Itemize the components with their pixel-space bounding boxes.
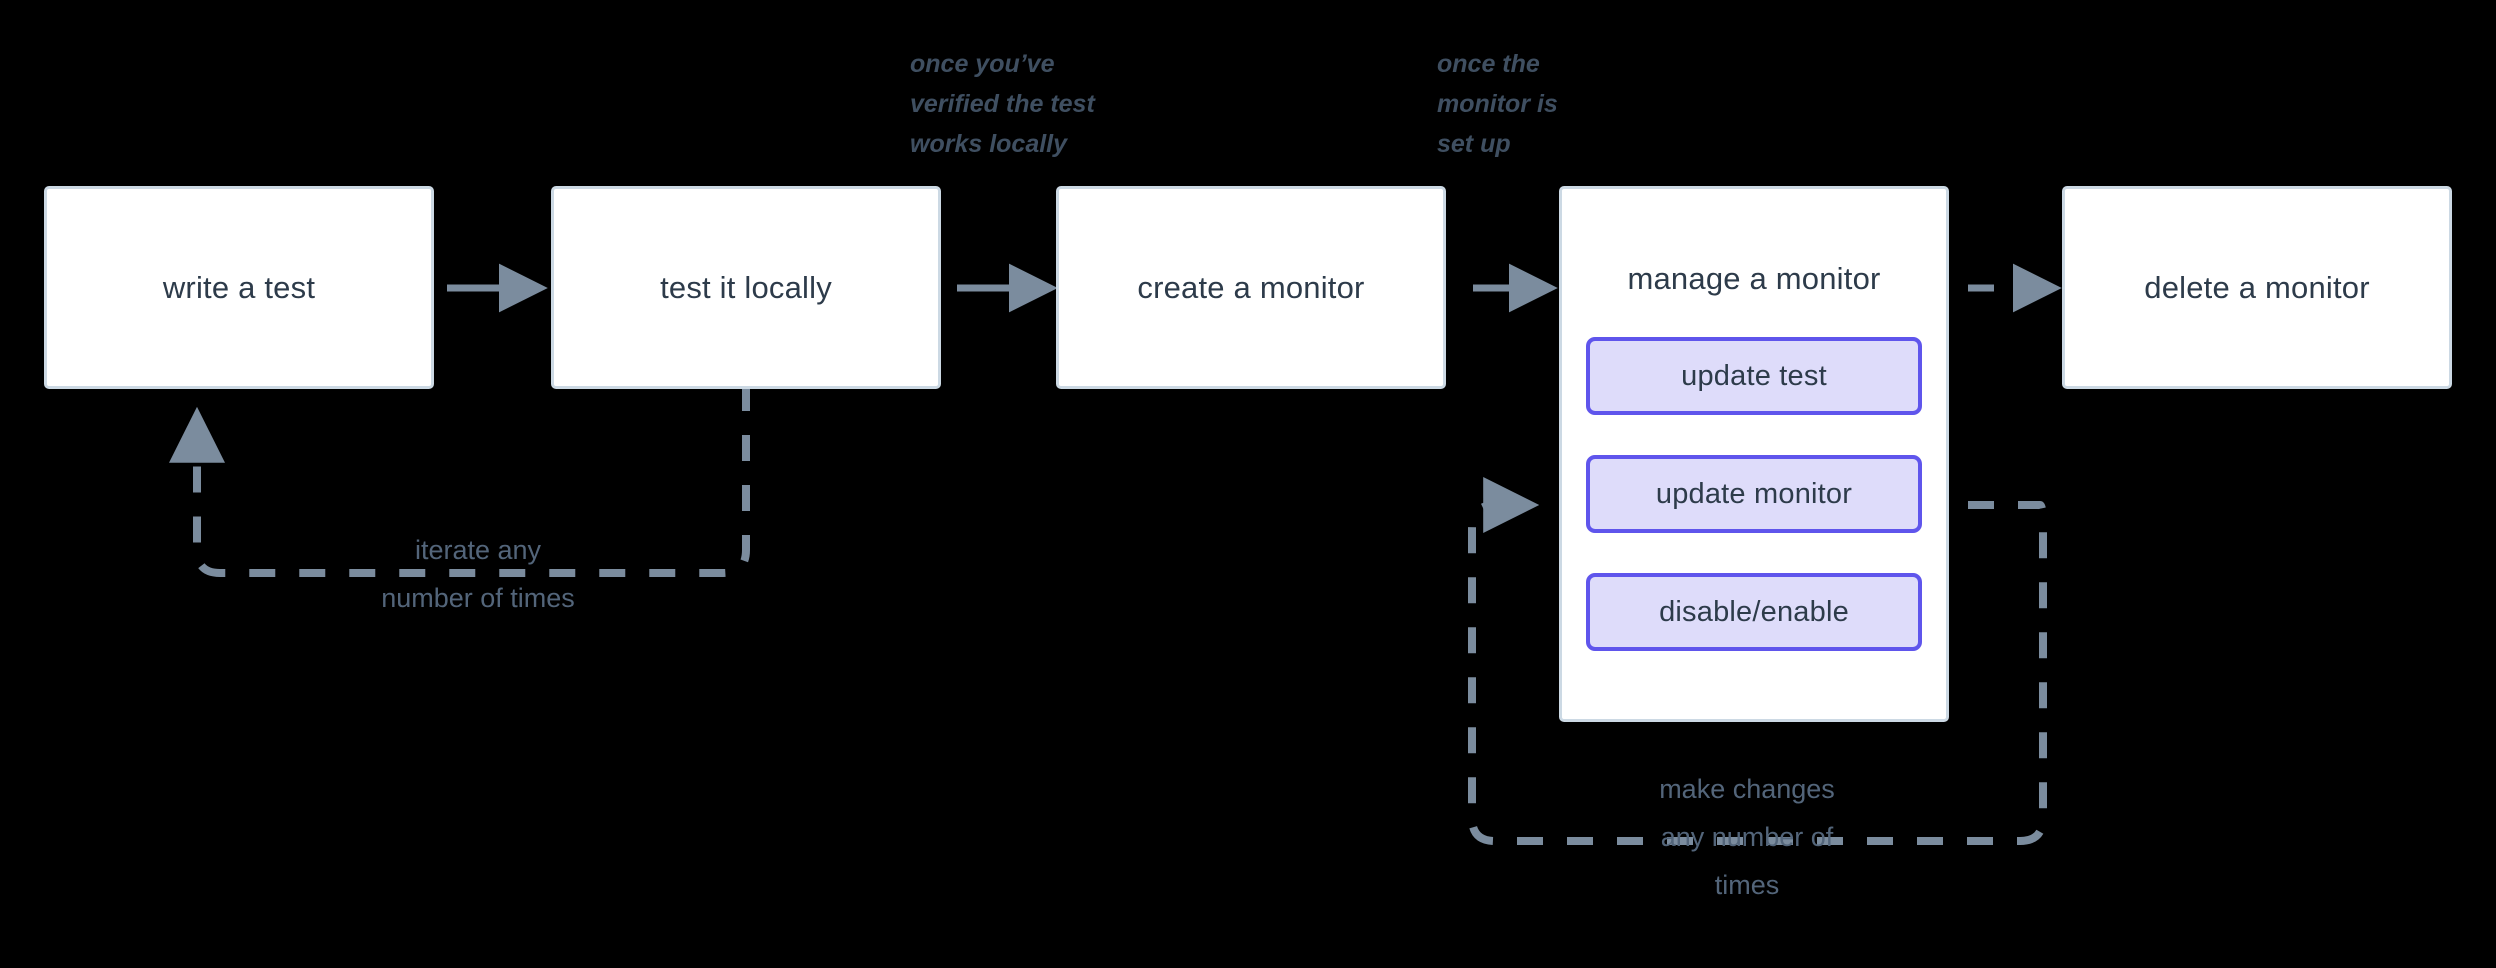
node-manage-a-monitor-label: manage a monitor bbox=[1627, 261, 1881, 296]
sub-item-disable-enable-label: disable/enable bbox=[1659, 595, 1849, 628]
sub-item-update-monitor[interactable]: update monitor bbox=[1586, 455, 1922, 533]
node-delete-a-monitor-label: delete a monitor bbox=[2144, 269, 2370, 305]
manage-sub-item-list: update test update monitor disable/enabl… bbox=[1586, 337, 1922, 651]
node-write-a-test-label: write a test bbox=[162, 269, 316, 305]
node-create-a-monitor-label: create a monitor bbox=[1137, 269, 1365, 305]
sub-item-update-test-label: update test bbox=[1681, 359, 1827, 392]
loop-label-iterate: iterate any number of times bbox=[381, 535, 575, 613]
sub-item-update-monitor-label: update monitor bbox=[1655, 477, 1853, 510]
node-delete-a-monitor[interactable]: delete a monitor bbox=[2062, 186, 2452, 389]
annotation-setup: once the monitor is set up bbox=[1437, 50, 1558, 158]
annotation-verified: once you’ve verified the test works loca… bbox=[910, 50, 1095, 158]
loop-label-make-changes: make changes any number of times bbox=[1659, 774, 1835, 900]
sub-item-disable-enable[interactable]: disable/enable bbox=[1586, 573, 1922, 651]
node-manage-a-monitor[interactable]: manage a monitor update test update moni… bbox=[1559, 186, 1949, 722]
node-write-a-test[interactable]: write a test bbox=[44, 186, 434, 389]
node-create-a-monitor[interactable]: create a monitor bbox=[1056, 186, 1446, 389]
node-test-it-locally[interactable]: test it locally bbox=[551, 186, 941, 389]
node-test-it-locally-label: test it locally bbox=[660, 269, 832, 305]
sub-item-update-test[interactable]: update test bbox=[1586, 337, 1922, 415]
